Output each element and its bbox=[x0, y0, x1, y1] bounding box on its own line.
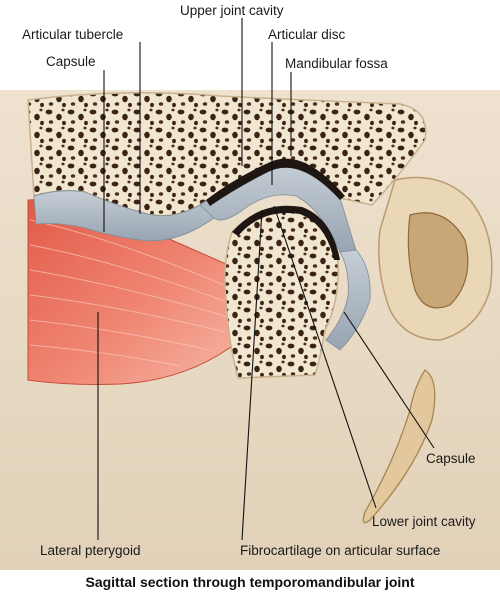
label-lower-joint-cavity: Lower joint cavity bbox=[372, 514, 476, 529]
label-mandibular-fossa: Mandibular fossa bbox=[285, 56, 388, 71]
figure-caption: Sagittal section through temporomandibul… bbox=[85, 574, 414, 590]
leader-fibrocartilage bbox=[241, 209, 263, 541]
label-capsule-right: Capsule bbox=[426, 451, 476, 466]
leader-lower-joint-cavity bbox=[273, 205, 377, 509]
ear-canal bbox=[407, 212, 469, 309]
label-fibrocartilage: Fibrocartilage on articular surface bbox=[240, 543, 440, 558]
upper-joint-cavity-space bbox=[206, 158, 345, 206]
capsule-right-tissue bbox=[325, 249, 371, 351]
styloid-process bbox=[362, 369, 436, 524]
leader-lines bbox=[97, 18, 435, 541]
label-articular-tubercle: Articular tubercle bbox=[22, 27, 123, 42]
mandibular-condyle bbox=[224, 209, 339, 379]
label-upper-joint-cavity: Upper joint cavity bbox=[180, 3, 284, 18]
label-capsule-left: Capsule bbox=[46, 54, 96, 69]
leader-capsule-right bbox=[343, 311, 435, 449]
label-articular-disc: Articular disc bbox=[268, 27, 346, 42]
lower-joint-cavity-space bbox=[232, 205, 340, 260]
label-lateral-pterygoid: Lateral pterygoid bbox=[40, 543, 141, 558]
muscle-striations bbox=[29, 219, 236, 367]
